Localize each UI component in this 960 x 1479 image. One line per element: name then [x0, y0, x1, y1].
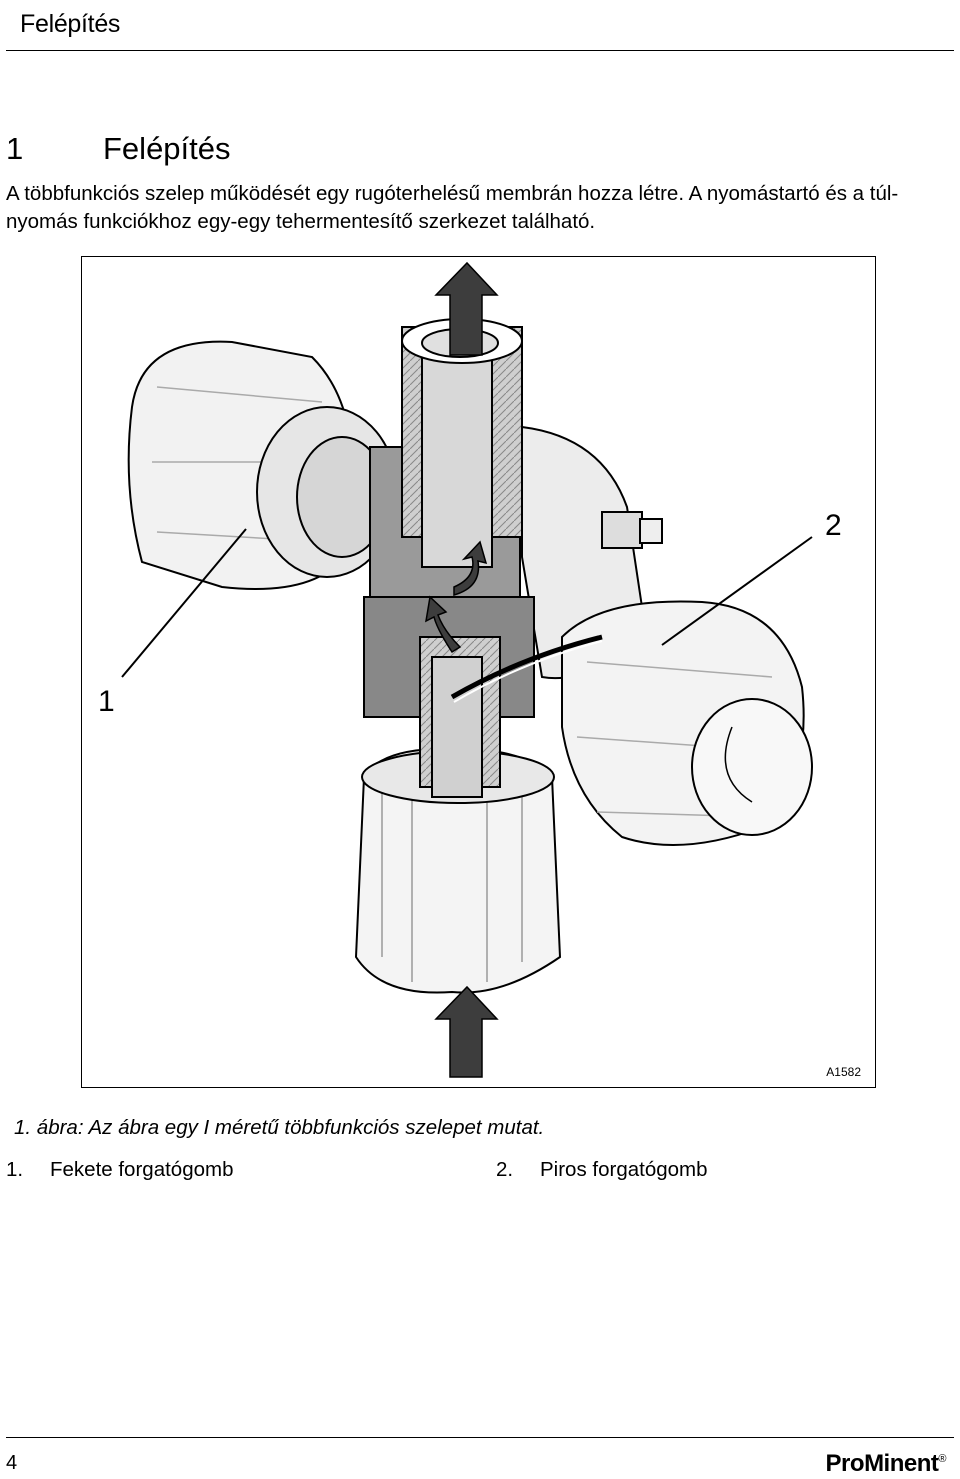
- legend-number: 1.: [6, 1158, 24, 1181]
- logo-part-a: Pro: [825, 1450, 865, 1477]
- legend-item-1: 1. Fekete forgatógomb: [6, 1158, 233, 1182]
- callout-line-1: [121, 528, 247, 678]
- section-title: Felépítés: [103, 131, 231, 166]
- valve-illustration: [121, 261, 813, 1078]
- callout-line-2: [661, 536, 813, 646]
- callout-label-1: 1: [98, 685, 115, 718]
- figure-code: A1582: [826, 1065, 861, 1079]
- page-header-title: Felépítés: [20, 10, 121, 38]
- legend-label: Fekete forgatógomb: [50, 1158, 234, 1181]
- prominent-logo: ProMinent®: [825, 1450, 947, 1478]
- logo-mark: ®: [938, 1453, 946, 1465]
- intro-paragraph: A többfunkciós szelep működését egy rugó…: [6, 180, 951, 235]
- figure-frame: 1 2 A1582: [81, 256, 876, 1088]
- outlet-arrow-icon: [434, 261, 499, 356]
- intro-line-2: nyomás funkciókhoz egy-egy tehermentesít…: [6, 209, 596, 233]
- figure-caption: 1. ábra: Az ábra egy I méretű többfunkci…: [14, 1116, 545, 1139]
- relief-arrow-icon: [453, 540, 488, 596]
- footer-rule: [6, 1437, 954, 1438]
- section-number: 1: [6, 131, 24, 166]
- callout-label-2: 2: [825, 509, 842, 542]
- left-knob: [127, 340, 398, 590]
- page-number: 4: [6, 1452, 18, 1474]
- right-knob: [561, 600, 813, 846]
- legend-number: 2.: [496, 1158, 514, 1181]
- header-rule: [6, 50, 954, 51]
- valve-body-center: [363, 318, 603, 798]
- inlet-arrow-icon: [434, 985, 499, 1078]
- intro-line-1: A többfunkciós szelep működését egy rugó…: [6, 182, 899, 205]
- legend-item-2: 2. Piros forgatógomb: [496, 1158, 708, 1182]
- logo-part-b: Minent: [864, 1450, 939, 1477]
- flow-arrows: [425, 261, 499, 1078]
- return-arrow-icon: [425, 595, 462, 654]
- legend-label: Piros forgatógomb: [540, 1158, 708, 1181]
